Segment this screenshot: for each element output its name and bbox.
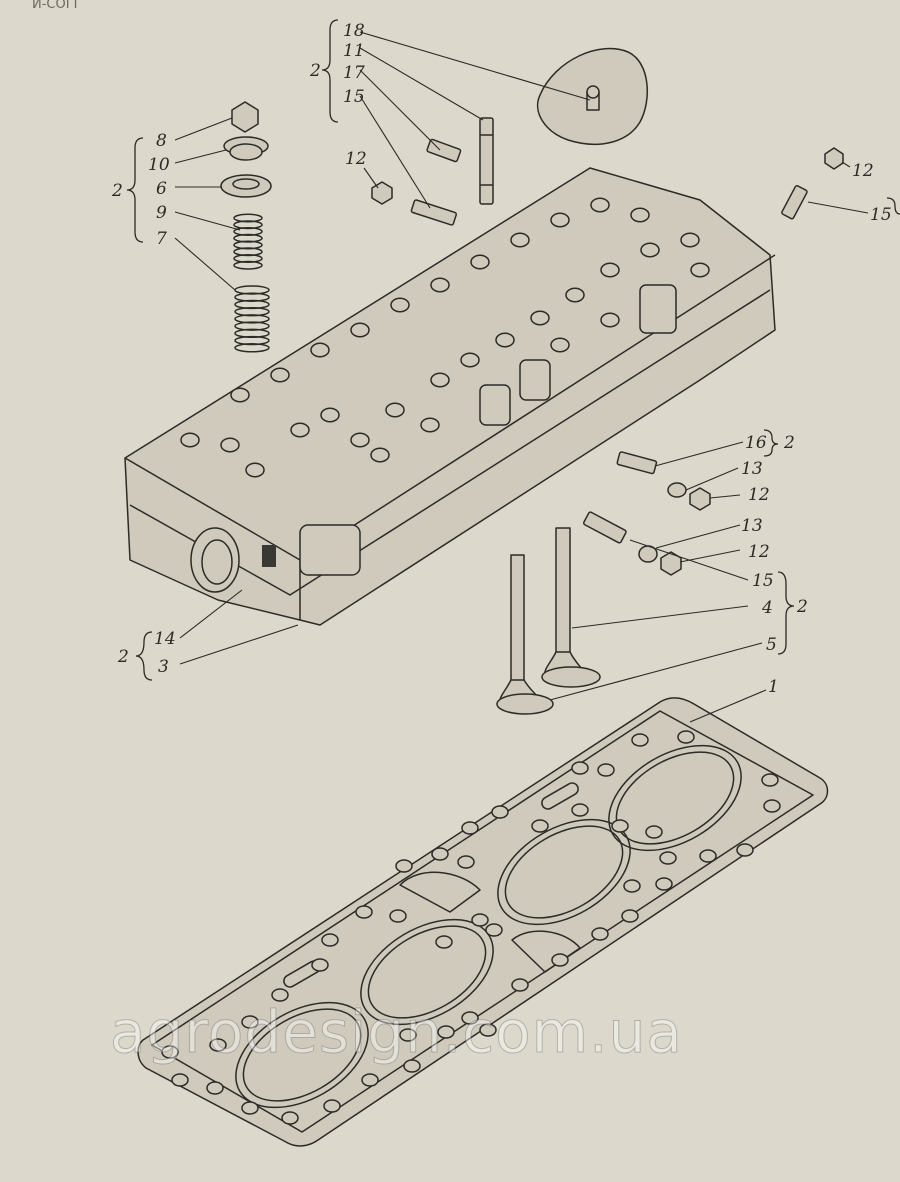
callout-14: 14 bbox=[154, 629, 176, 649]
valve-right bbox=[541, 527, 601, 688]
page-header-fragment: И-СОГГ bbox=[32, 0, 82, 12]
callout-15-right-top: 15 bbox=[870, 205, 892, 225]
callout-13-lower: 13 bbox=[741, 516, 763, 536]
callout-12-upper: 12 bbox=[748, 485, 770, 505]
callout-8: 8 bbox=[156, 131, 167, 151]
callout-12-top: 12 bbox=[345, 149, 367, 169]
stud-right-lower bbox=[583, 511, 627, 544]
stud-right-upper bbox=[616, 451, 658, 475]
callout-12-lower: 12 bbox=[748, 542, 770, 562]
group-2-left-bottom: 2 bbox=[117, 647, 129, 667]
cylinder-head-block bbox=[124, 167, 776, 626]
watermark-text: agrodesign.com.ua bbox=[110, 998, 683, 1066]
gasket-slot-1 bbox=[541, 782, 579, 810]
stud-medium bbox=[410, 199, 458, 226]
gasket-bore-3 bbox=[360, 918, 494, 1026]
nut-top-right bbox=[824, 147, 844, 170]
callout-1: 1 bbox=[768, 677, 779, 697]
callout-11: 11 bbox=[343, 41, 365, 61]
group-2-right-mid: 2 bbox=[783, 433, 795, 453]
callout-4: 4 bbox=[761, 598, 773, 618]
brace-group-valves bbox=[777, 571, 795, 655]
cover-plate-with-stud bbox=[536, 47, 649, 146]
callout-15-lower: 15 bbox=[752, 571, 774, 591]
brace-group-top bbox=[321, 19, 339, 123]
callout-13-upper: 13 bbox=[741, 459, 763, 479]
callout-12-right-top: 12 bbox=[852, 161, 874, 181]
valve-cap-nut bbox=[231, 101, 259, 133]
cylinder-head-gasket bbox=[137, 697, 829, 1147]
washer-right-upper bbox=[667, 482, 687, 498]
valve-spring-washer bbox=[220, 174, 272, 198]
brace-group-right-top bbox=[886, 197, 900, 215]
leader-lines bbox=[174, 31, 869, 723]
brace-group-left-bottom bbox=[135, 631, 153, 681]
valve-left bbox=[496, 554, 554, 715]
stud-long bbox=[479, 117, 494, 205]
callout-15-top: 15 bbox=[343, 87, 365, 107]
gasket-water-passage-2 bbox=[511, 930, 581, 973]
callout-16: 16 bbox=[745, 433, 767, 453]
nut-top-left bbox=[371, 181, 393, 205]
brace-group-spring bbox=[126, 137, 144, 243]
valve-spring-cap bbox=[223, 136, 269, 161]
callout-3: 3 bbox=[158, 657, 169, 677]
valve-spring-inner bbox=[233, 213, 263, 270]
callout-6: 6 bbox=[156, 179, 167, 199]
callout-7: 7 bbox=[156, 229, 167, 249]
nut-right-lower bbox=[660, 551, 682, 576]
callout-5: 5 bbox=[766, 635, 777, 655]
callout-17: 17 bbox=[343, 63, 365, 83]
group-2-spring: 2 bbox=[111, 181, 123, 201]
stud-top-right bbox=[781, 185, 808, 220]
callout-9: 9 bbox=[156, 203, 167, 223]
callout-18: 18 bbox=[343, 21, 365, 41]
valve-spring-outer bbox=[234, 285, 270, 353]
group-2-top: 2 bbox=[309, 61, 321, 81]
nut-right-upper bbox=[689, 487, 711, 511]
gasket-water-passage-1 bbox=[399, 871, 481, 913]
brace-group-right-mid bbox=[763, 429, 779, 457]
callout-labels: 18 11 17 15 12 2 8 10 6 9 7 2 12 15 16 2… bbox=[111, 21, 892, 697]
gasket-bore-2 bbox=[497, 818, 631, 926]
group-2-valves: 2 bbox=[796, 597, 808, 617]
callout-10: 10 bbox=[148, 155, 170, 175]
gasket-bore-4 bbox=[235, 1001, 369, 1109]
